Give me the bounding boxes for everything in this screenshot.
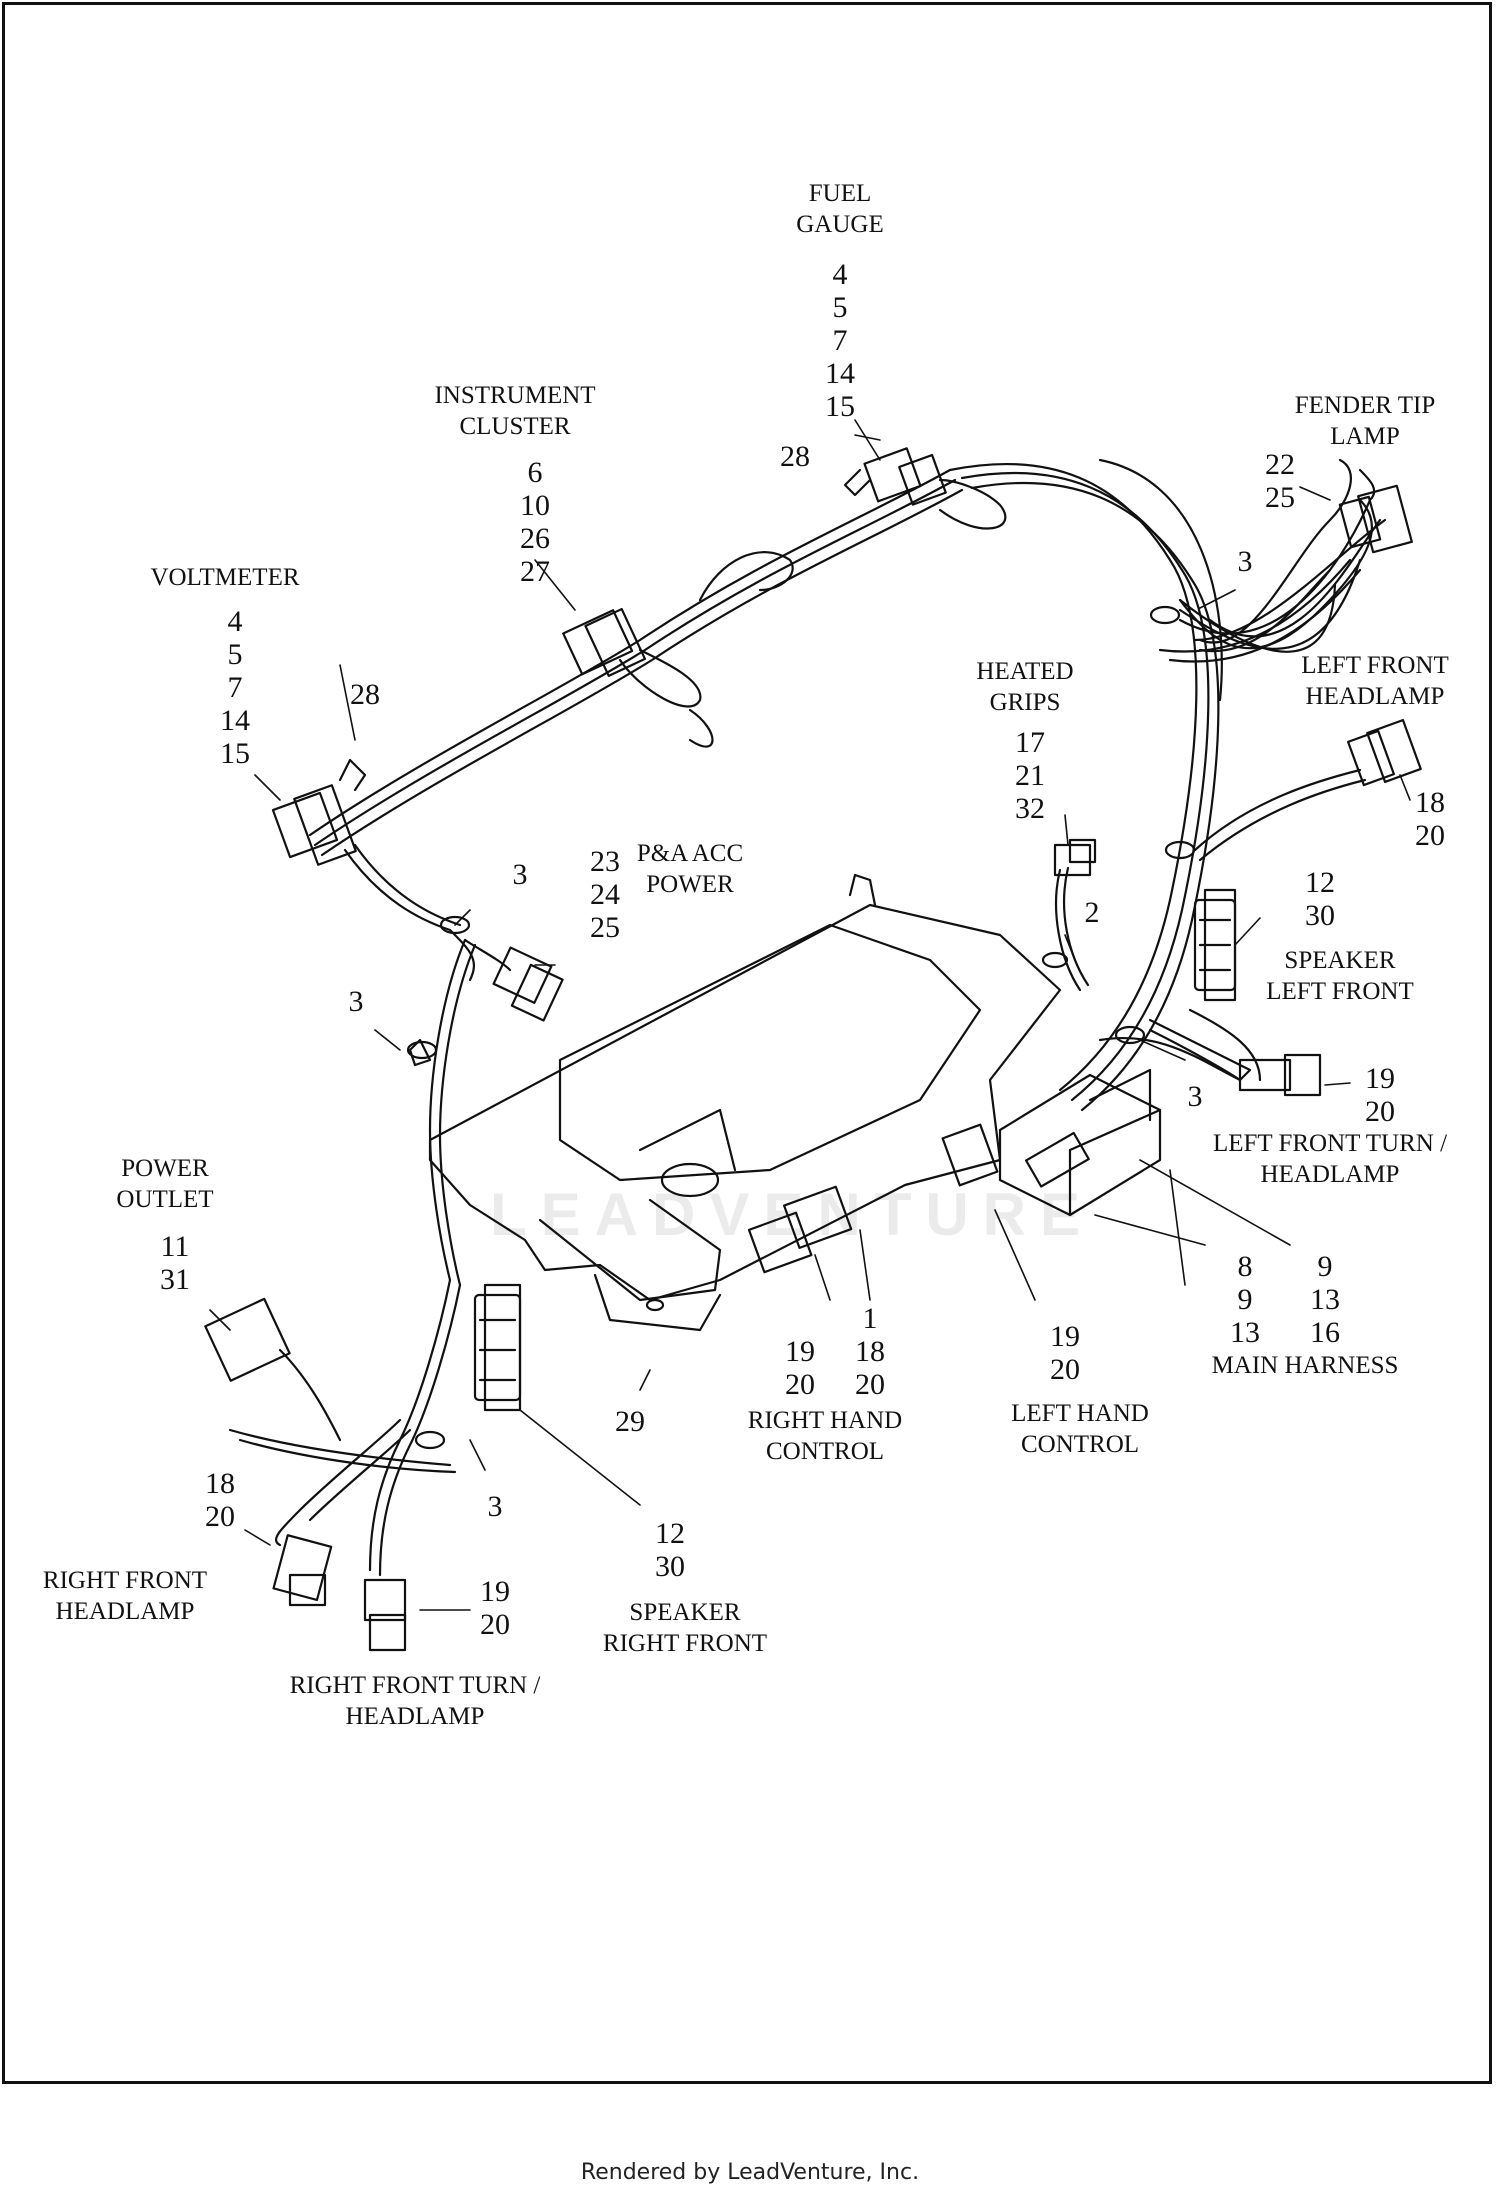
num-left-3a: 3 — [348, 985, 364, 1018]
num-volt-28: 28 — [350, 678, 380, 711]
right-side-branch — [228, 938, 477, 1577]
num-left-3b: 3 — [1187, 1080, 1203, 1113]
voltmeter-connector — [271, 758, 475, 982]
left-front-turn-branch — [1148, 1018, 1322, 1097]
main-harness-trunk — [308, 458, 1387, 1112]
num-bracket-29: 29 — [615, 1405, 645, 1438]
num-pa-3: 3 — [512, 858, 528, 891]
num-fender-3: 3 — [1237, 545, 1253, 578]
speaker-left-front-connector — [1193, 888, 1237, 1002]
instrument-cluster-connector — [562, 551, 794, 748]
pa-acc-power-connector — [463, 938, 564, 1022]
footer-credit: Rendered by LeadVenture, Inc. — [580, 2160, 920, 2185]
mounting-plate — [428, 873, 1062, 1332]
right-front-headlamp-connector — [272, 1534, 333, 1607]
fuel-gauge-connector — [843, 447, 1007, 530]
leader-lines — [209, 419, 1411, 1611]
main-harness-connectors — [998, 1068, 1162, 1217]
hand-control-connectors — [747, 1123, 999, 1274]
num-right-3: 3 — [487, 1490, 503, 1523]
label-main-harness: MAIN HARNESS — [1211, 1352, 1399, 1379]
heated-grips-branch — [1053, 838, 1097, 992]
label-voltmeter: VOLTMETER — [150, 564, 300, 591]
fender-tip-branch — [1158, 484, 1413, 663]
num-fuel-28: 28 — [780, 440, 810, 473]
label-right-front-turn-headlamp: RIGHT FRONT TURN /HEADLAMP — [289, 1672, 541, 1730]
label-left-front-turn-headlamp: LEFT FRONT TURN /HEADLAMP — [1212, 1130, 1448, 1188]
diagram-frame — [2, 2, 1492, 2084]
speaker-right-front-connector — [473, 1283, 522, 1412]
power-outlet-connector — [204, 1297, 342, 1442]
right-front-turn-connector — [363, 1578, 407, 1652]
left-front-headlamp-branch — [1193, 718, 1422, 862]
cable-ties — [406, 605, 1196, 1450]
num-grips-2: 2 — [1084, 896, 1100, 929]
watermark: LEADVENTURE — [490, 1181, 1095, 1248]
